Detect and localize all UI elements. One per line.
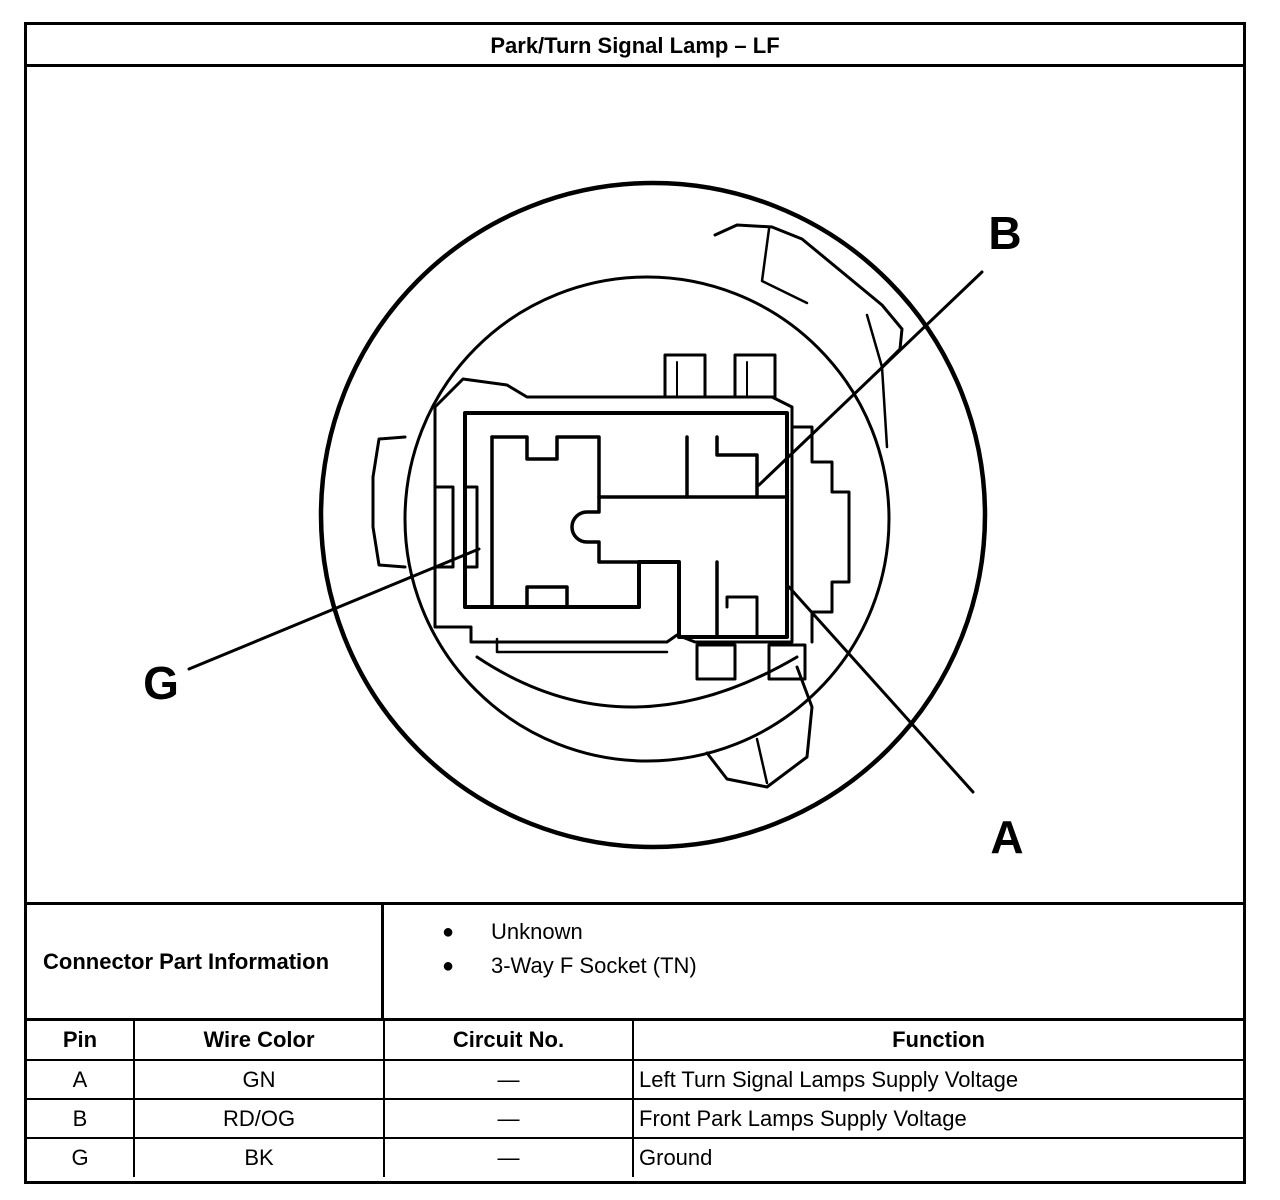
connector-sheet: Park/Turn Signal Lamp – LF (24, 22, 1246, 1184)
list-item: ● 3-Way F Socket (TN) (384, 949, 1243, 983)
connector-info-label: Connector Part Information (27, 905, 384, 1018)
connector-info-item: Unknown (491, 919, 583, 944)
pin-table: Pin Wire Color Circuit No. Function A GN… (27, 1021, 1243, 1177)
cell-circuit-no: — (383, 1059, 634, 1100)
header-wire-color: Wire Color (133, 1021, 385, 1061)
header-pin: Pin (27, 1021, 135, 1061)
connector-part-information: Connector Part Information ● Unknown ● 3… (27, 902, 1243, 1021)
locking-tab-lower (705, 665, 814, 789)
table-row: A GN — Left Turn Signal Lamps Supply Vol… (27, 1059, 1243, 1100)
callout-leader-a (787, 585, 975, 794)
outer-ring (318, 180, 988, 850)
bullet-icon: ● (442, 955, 455, 977)
bottom-latch-1 (695, 643, 737, 681)
inner-ring (403, 275, 891, 763)
callout-leader-g (187, 547, 481, 671)
connector-diagram: B G A (27, 67, 1243, 902)
cell-function: Ground (632, 1137, 1243, 1177)
top-latch-1 (663, 353, 707, 399)
callout-label-g: G (143, 657, 179, 709)
cell-circuit-no: — (383, 1137, 634, 1177)
callout-leader-b (757, 270, 984, 487)
connector-info-list: ● Unknown ● 3-Way F Socket (TN) (384, 905, 1243, 1028)
cell-function: Left Turn Signal Lamps Supply Voltage (632, 1059, 1243, 1100)
header-function: Function (632, 1021, 1243, 1061)
page-title: Park/Turn Signal Lamp – LF (27, 25, 1243, 67)
table-header-row: Pin Wire Color Circuit No. Function (27, 1021, 1243, 1061)
locking-tab-upper (713, 223, 904, 369)
locking-tab-left (371, 435, 407, 569)
top-latch-2 (733, 353, 777, 399)
housing-outline (433, 377, 794, 644)
cell-wire-color: GN (133, 1059, 385, 1100)
list-item: ● Unknown (384, 915, 1243, 949)
cell-pin: B (27, 1098, 135, 1139)
cell-pin: A (27, 1059, 135, 1100)
connector-body (463, 411, 789, 639)
cell-pin: G (27, 1137, 135, 1177)
table-row: B RD/OG — Front Park Lamps Supply Voltag… (27, 1098, 1243, 1139)
bottom-latch-2 (767, 643, 807, 681)
callout-label-a: A (990, 811, 1023, 863)
connector-info-item: 3-Way F Socket (TN) (491, 953, 697, 978)
cell-wire-color: RD/OG (133, 1098, 385, 1139)
cell-function: Front Park Lamps Supply Voltage (632, 1098, 1243, 1139)
bullet-icon: ● (442, 921, 455, 943)
table-row: G BK — Ground (27, 1137, 1243, 1177)
callout-label-b: B (988, 207, 1021, 259)
cell-wire-color: BK (133, 1137, 385, 1177)
cell-circuit-no: — (383, 1098, 634, 1139)
connector-face-drawing: B G A (143, 180, 1024, 863)
header-circuit-no: Circuit No. (383, 1021, 634, 1061)
